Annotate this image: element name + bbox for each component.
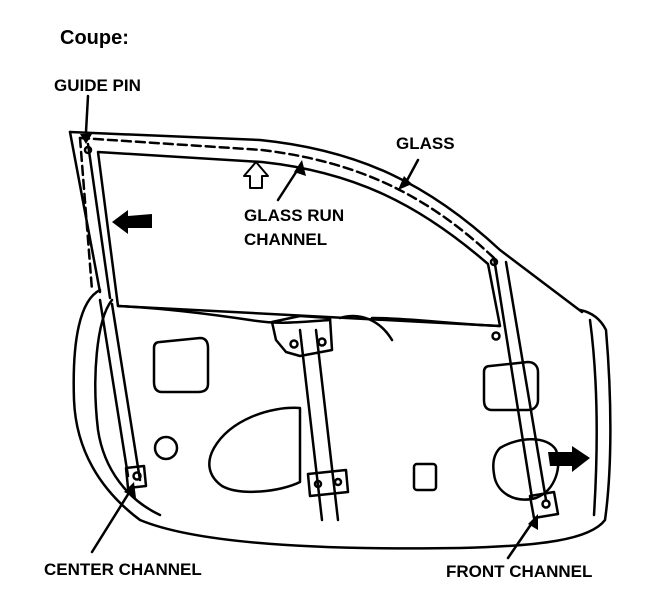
- access-hole-upper-left: [152, 336, 210, 394]
- center-channel-arrowhead: [124, 482, 136, 498]
- window-frame-outer: [68, 130, 584, 314]
- glass-run-arrowhead: [294, 160, 306, 176]
- glass-run-channel: [78, 136, 496, 260]
- left-direction-arrow: [112, 210, 152, 234]
- glass-arrowhead: [398, 176, 412, 190]
- access-hole-small: [412, 462, 438, 492]
- window-opening: [96, 150, 502, 328]
- guide-pin-arrowhead: [80, 134, 92, 144]
- right-direction-arrow: [548, 446, 590, 472]
- front-channel-leader: [506, 518, 536, 560]
- front-channel-bracket: [528, 490, 560, 520]
- door-outer-panel: [72, 288, 612, 550]
- guide-pin-leader: [84, 94, 90, 134]
- center-channel-rail: [98, 298, 142, 482]
- front-channel-rail: [492, 256, 548, 502]
- label-front-channel: FRONT CHANNEL: [446, 562, 593, 581]
- access-hole-large: [208, 406, 302, 494]
- regulator-lower-bracket: [306, 468, 350, 498]
- center-channel-bracket: [124, 464, 148, 490]
- front-channel-arrowhead: [528, 514, 538, 530]
- access-hole-round: [153, 435, 179, 461]
- regulator-cable: [116, 304, 502, 342]
- up-arrow-hollow: [243, 161, 269, 189]
- label-glass-run-line2: CHANNEL: [244, 230, 328, 249]
- regulator-upper-bracket: [270, 314, 334, 358]
- page-title: Coupe:: [60, 27, 129, 49]
- label-guide-pin: GUIDE PIN: [54, 76, 141, 95]
- label-center-channel: CENTER CHANNEL: [44, 560, 202, 579]
- access-hole-lower-right: [492, 438, 560, 501]
- regulator-arm: [298, 328, 340, 522]
- label-glass-run-line1: GLASS RUN: [244, 206, 345, 225]
- label-glass: GLASS: [396, 134, 455, 153]
- center-channel-leader: [90, 486, 134, 554]
- door-front-edge: [588, 318, 598, 517]
- door-inner-panel: [94, 298, 162, 517]
- access-hole-upper-right: [482, 360, 540, 412]
- center-pillar: [68, 130, 112, 300]
